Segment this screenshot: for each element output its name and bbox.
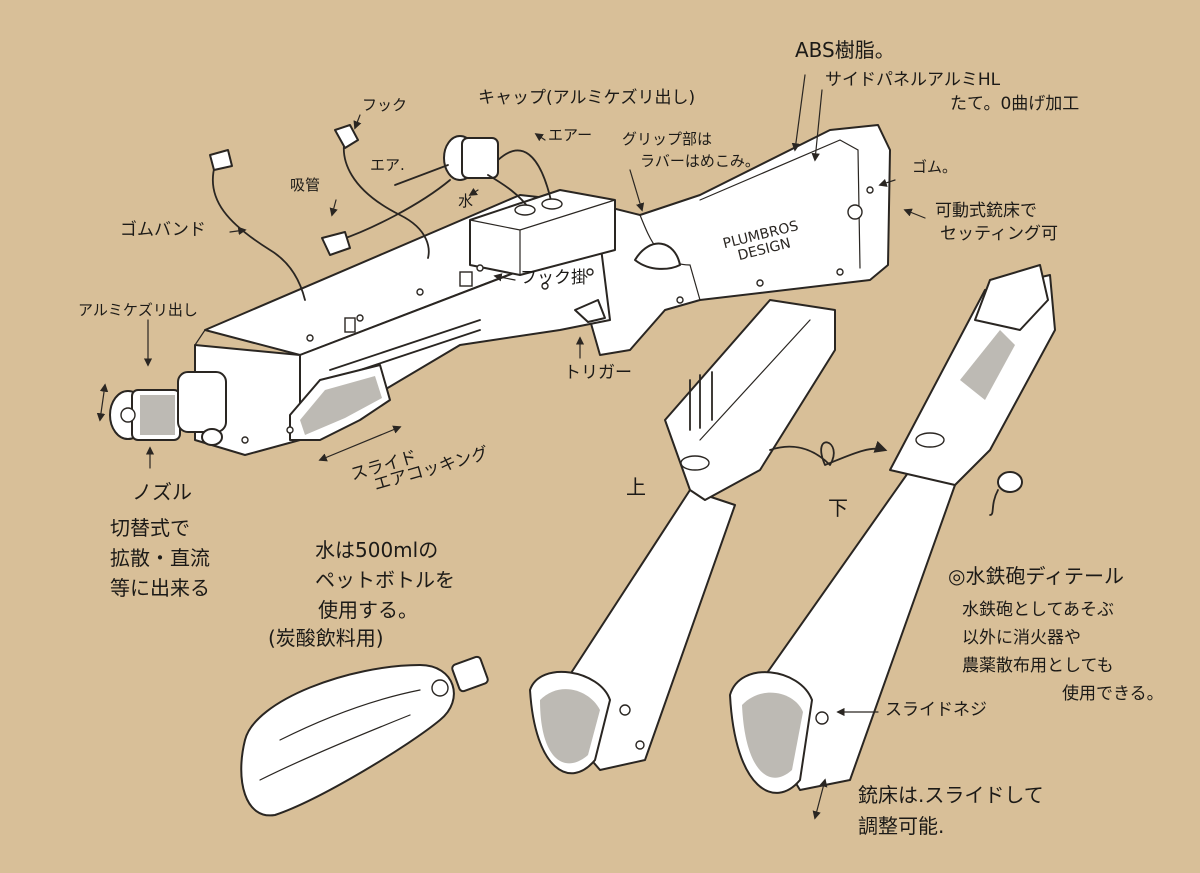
label-grip-1: グリップ部は bbox=[622, 130, 713, 148]
label-trigger: トリガー bbox=[564, 363, 632, 383]
label-desc-3: 農薬散布用としても bbox=[962, 656, 1114, 676]
bottom-view-drawing bbox=[729, 264, 1056, 794]
label-desc-4: 使用できる。 bbox=[1062, 684, 1164, 704]
label-lower: 下 bbox=[828, 496, 848, 520]
annotation-arrows bbox=[96, 74, 926, 820]
label-desc-1: 水鉄砲としてあそぶ bbox=[962, 600, 1114, 620]
label-water: 水 bbox=[458, 192, 474, 210]
label-stock-slide-1: 銃床は.スライドして bbox=[858, 783, 1044, 807]
label-bottle-2: ペットボトルを bbox=[315, 568, 455, 592]
label-side-panel-2: たて。0曲げ加工 bbox=[950, 94, 1080, 114]
main-gun-drawing bbox=[109, 124, 891, 456]
rotation-arrow bbox=[769, 440, 888, 466]
label-desc-2: 以外に消火器や bbox=[962, 628, 1081, 648]
label-stock-slide-2: 調整可能. bbox=[858, 814, 945, 838]
label-air-left: エア. bbox=[370, 156, 405, 174]
label-upper: 上 bbox=[626, 475, 646, 499]
label-bottle-4: (炭酸飲料用) bbox=[268, 626, 384, 650]
label-hook-mount: フック掛 bbox=[520, 268, 588, 288]
label-switch-2: 拡散・直流 bbox=[110, 546, 210, 570]
label-switch-3: 等に出来る bbox=[110, 576, 210, 600]
pet-bottle-drawing bbox=[240, 655, 489, 817]
label-title: ◎水鉄砲ディテール bbox=[948, 564, 1125, 588]
label-stock-1: 可動式銃床で bbox=[935, 201, 1037, 221]
label-bottle-1: 水は500mlの bbox=[315, 538, 439, 562]
label-hook-top: フック bbox=[362, 96, 408, 114]
label-nozzle: ノズル bbox=[132, 480, 192, 504]
label-alu-left: アルミケズリ出し bbox=[78, 301, 198, 319]
label-switch-1: 切替式で bbox=[110, 516, 190, 540]
top-view-drawing bbox=[529, 299, 836, 775]
label-air-right: エアー bbox=[548, 126, 593, 144]
label-grip-2: ラバーはめこみ。 bbox=[640, 152, 760, 170]
label-rubber: ゴム。 bbox=[912, 158, 958, 176]
label-cap: キャップ(アルミケズリ出し) bbox=[478, 88, 696, 108]
label-bottle-3: 使用する。 bbox=[318, 598, 418, 622]
label-abs: ABS樹脂。 bbox=[795, 38, 895, 62]
label-suction: 吸管 bbox=[290, 176, 321, 194]
label-stock-2: セッティング可 bbox=[940, 224, 1058, 244]
label-side-panel-1: サイドパネルアルミHL bbox=[825, 70, 1001, 90]
label-slide-screw: スライドネジ bbox=[885, 700, 987, 720]
label-rubber-band: ゴムバンド bbox=[120, 220, 206, 240]
